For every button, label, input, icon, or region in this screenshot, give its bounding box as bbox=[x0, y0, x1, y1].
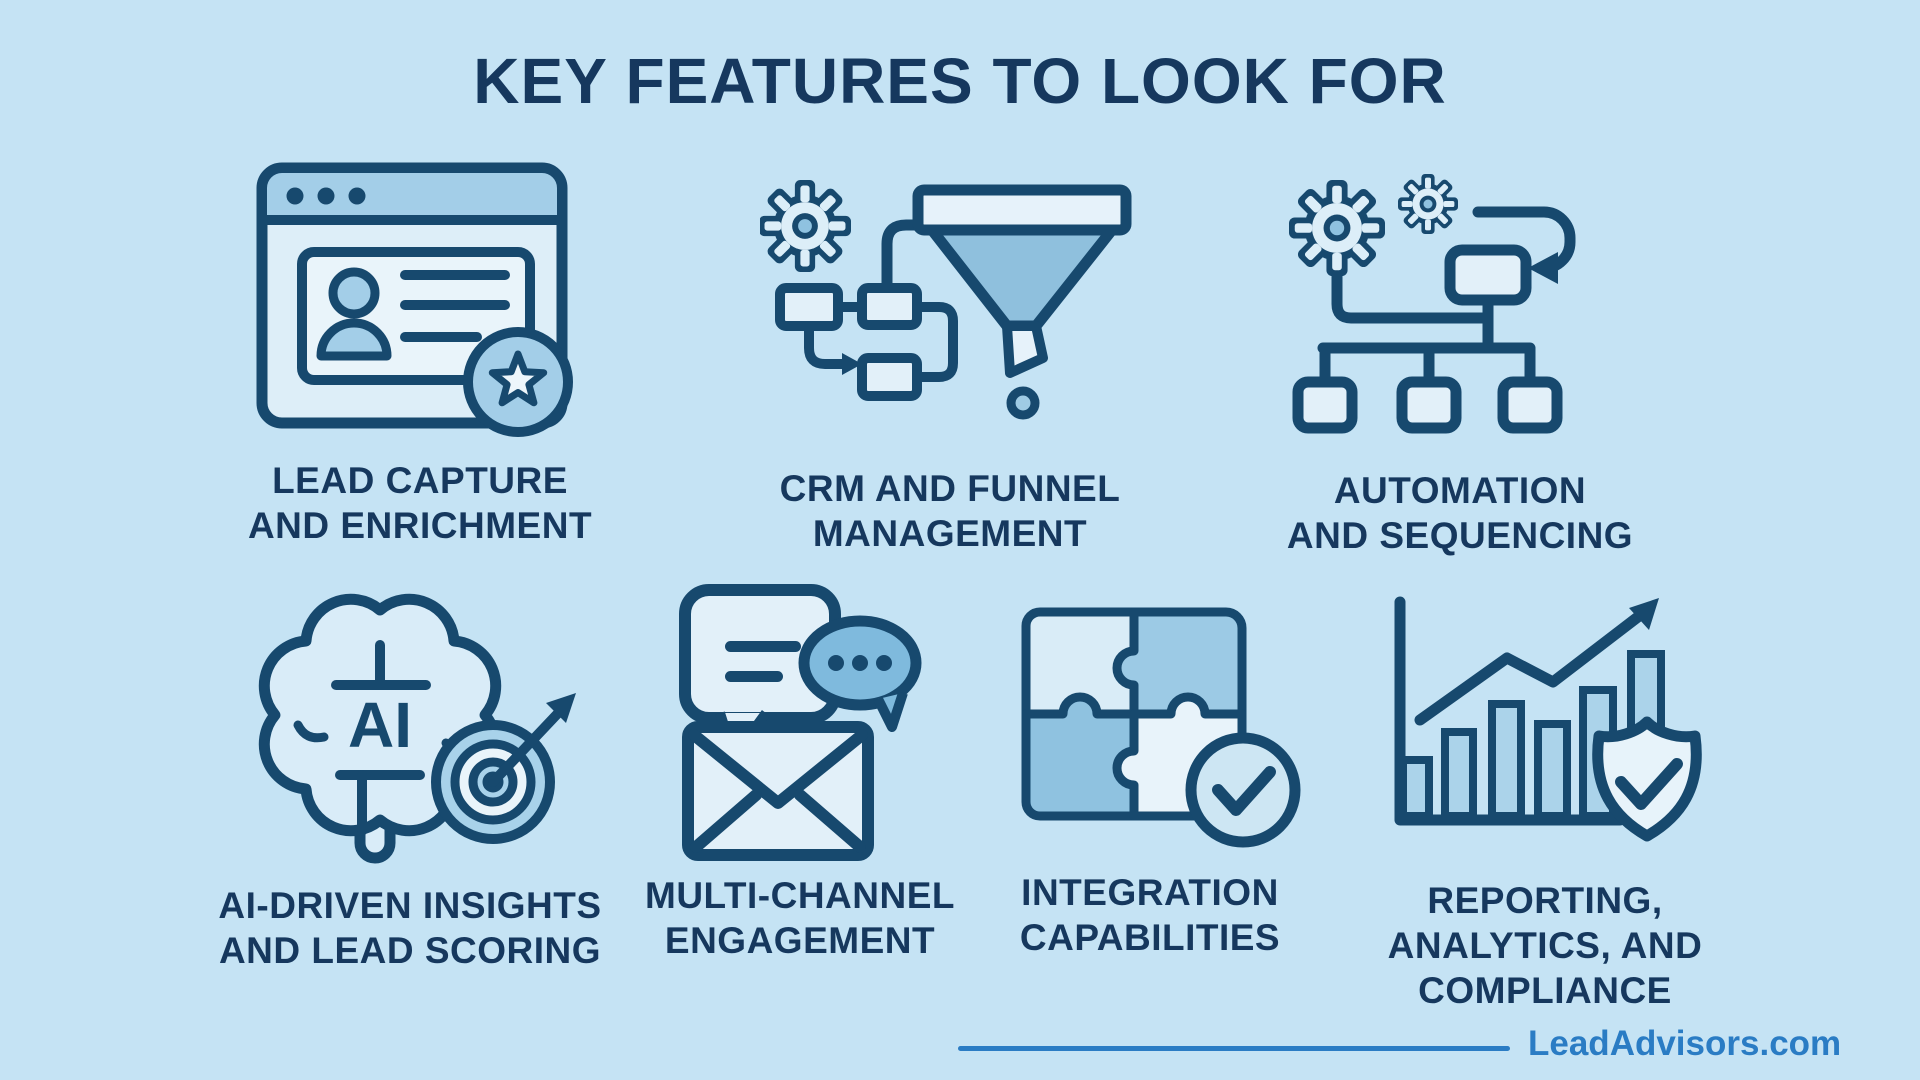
footer-divider bbox=[958, 1046, 1510, 1051]
browser-contact-star-icon bbox=[256, 162, 573, 437]
feature-label: CRM AND FUNNEL MANAGEMENT bbox=[779, 468, 1121, 555]
page-title: KEY FEATURES TO LOOK FOR bbox=[473, 45, 1447, 117]
feature-multi-channel: MULTI-CHANNEL ENGAGEMENT bbox=[560, 575, 1040, 963]
feature-crm-funnel: CRM AND FUNNEL MANAGEMENT bbox=[690, 148, 1210, 556]
feature-label: REPORTING, ANALYTICS, AND COMPLIANCE bbox=[1387, 880, 1703, 1012]
feature-automation: AUTOMATION AND SEQUENCING bbox=[1190, 140, 1730, 558]
gears-sequence-hierarchy-icon bbox=[1289, 174, 1576, 434]
feature-label: LEAD CAPTURE AND ENRICHMENT bbox=[247, 460, 593, 547]
feature-ai-insights: AI AI-DRIVEN INSIGHTS AND LEAD SCORING bbox=[130, 575, 690, 973]
brand-link[interactable]: LeadAdvisors.com bbox=[1528, 1024, 1842, 1063]
ai-label: AI bbox=[348, 689, 412, 761]
puzzle-check-icon bbox=[1021, 607, 1301, 848]
feature-label: MULTI-CHANNEL ENGAGEMENT bbox=[645, 875, 955, 962]
feature-label: AI-DRIVEN INSIGHTS AND LEAD SCORING bbox=[218, 885, 602, 972]
chat-bubbles-envelope-icon bbox=[679, 584, 922, 861]
feature-reporting: REPORTING, ANALYTICS, AND COMPLIANCE bbox=[1330, 570, 1760, 1013]
feature-label: AUTOMATION AND SEQUENCING bbox=[1286, 470, 1634, 557]
feature-integration: INTEGRATION CAPABILITIES bbox=[930, 572, 1370, 960]
feature-label: INTEGRATION CAPABILITIES bbox=[1019, 872, 1281, 959]
feature-lead-capture: LEAD CAPTURE AND ENRICHMENT bbox=[120, 150, 720, 548]
bar-chart-shield-check-icon bbox=[1394, 596, 1702, 842]
brain-ai-target-icon: AI bbox=[258, 593, 576, 864]
gear-flowchart-funnel-icon bbox=[760, 180, 1132, 420]
